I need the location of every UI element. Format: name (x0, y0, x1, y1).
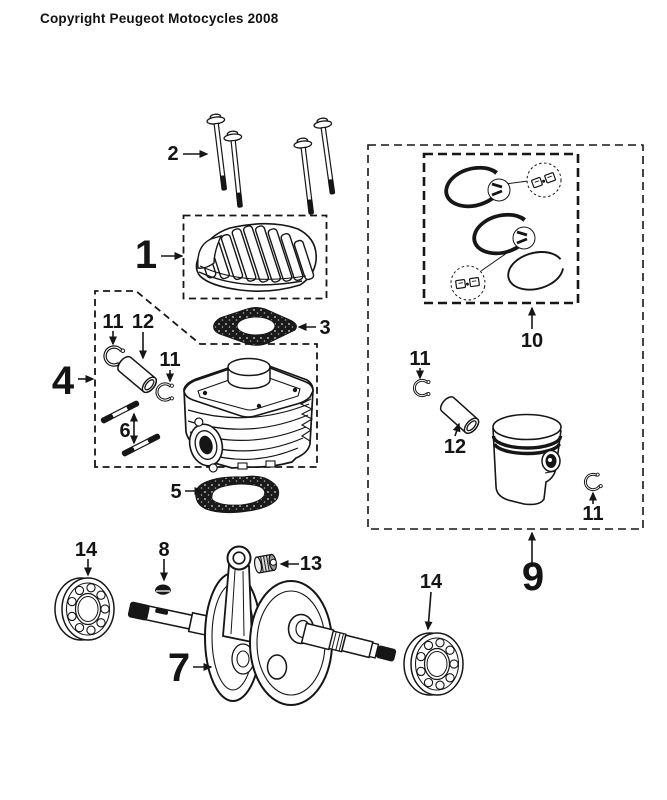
callout-label-crankshaft: 7 (168, 646, 190, 690)
ring-gap-detail (447, 262, 489, 304)
connecting-rod-drawing (222, 545, 253, 644)
ring-set-drawing (442, 162, 564, 304)
piston-pin-drawing (114, 353, 160, 396)
head-stud (312, 116, 342, 197)
callout-label-cylinder-studs: 6 (119, 420, 130, 442)
callout-label-circlip-b: 11 (159, 349, 180, 371)
callout-label-needle-cage: 13 (300, 553, 322, 575)
crankshaft-drawing (127, 545, 397, 706)
bearing-left-drawing (54, 577, 115, 641)
circlip-drawing (582, 471, 605, 493)
needle-cage-drawing (253, 553, 277, 574)
callout-label-base-gasket: 5 (170, 481, 181, 503)
thin-ring-drawing (507, 251, 564, 291)
woodruff-key-drawing (155, 584, 171, 595)
head-stud (292, 136, 321, 217)
head-stud (205, 112, 234, 193)
head-studs-drawing (205, 112, 342, 217)
bearing-right-drawing (403, 632, 464, 696)
base-gasket-drawing (195, 475, 280, 514)
callout-label-cylinder-head: 1 (135, 233, 157, 277)
callout-arrows (78, 150, 597, 671)
callout-label-head-studs: 2 (167, 143, 178, 165)
circlip-drawing (412, 378, 432, 398)
callout-label-circlip-c: 11 (409, 348, 430, 370)
head-stud (222, 129, 250, 210)
piston-assembly-box-outline (367, 144, 644, 530)
cylinder-barrel-drawing (183, 357, 314, 473)
callout-label-bearing-left: 14 (75, 539, 98, 561)
callout-label-circlip-a: 11 (102, 311, 123, 333)
piston-pin-drawing (437, 393, 482, 437)
copyright-text: Copyright Peugeot Motocycles 2008 (40, 11, 279, 26)
callout-label-circlip-d: 11 (582, 503, 603, 525)
cylinder-head-drawing (195, 222, 317, 292)
callout-label-woodruff-key: 8 (158, 539, 169, 561)
callout-label-pin-b: 12 (444, 436, 466, 458)
head-gasket-drawing (213, 307, 297, 346)
callout-arrow-14r (424, 591, 433, 631)
callout-label-head-gasket: 3 (319, 317, 330, 339)
callout-label-ring-set: 10 (521, 330, 543, 352)
callout-label-pin-a: 12 (132, 311, 154, 333)
circlip-drawing (155, 382, 175, 402)
callout-label-cylinder-assembly: 4 (52, 359, 75, 403)
ring-set-box-outline (422, 152, 580, 305)
cylinder-assembly-box-outline (94, 290, 318, 468)
callout-label-bearing-right: 14 (420, 571, 443, 593)
piston-drawing (491, 413, 563, 506)
ring-gap-detail (526, 162, 562, 198)
cylinder-head-box-outline (182, 214, 328, 300)
callout-arrow-12b (452, 422, 461, 437)
callout-label-piston-assembly: 9 (522, 555, 544, 599)
